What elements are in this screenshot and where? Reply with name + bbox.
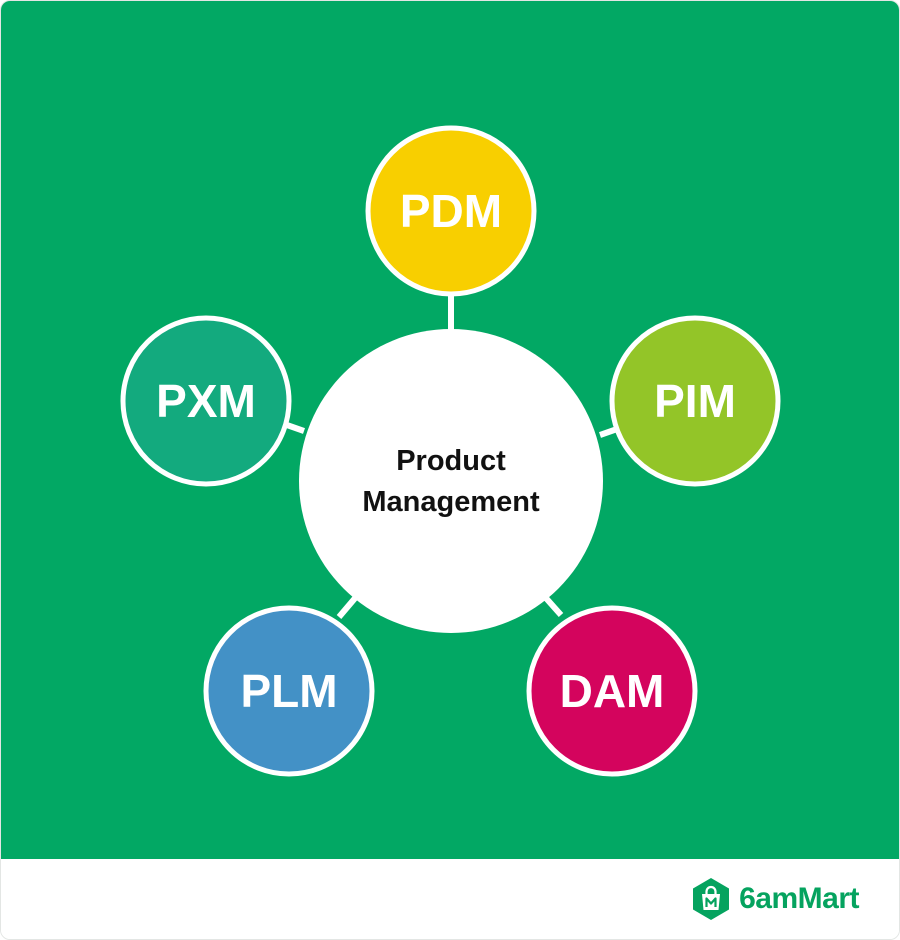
product-management-diagram: Product Management PDM PIM DAM PLM PXM xyxy=(120,125,781,777)
node-pxm: PXM xyxy=(120,315,292,487)
connector-plm xyxy=(336,595,359,619)
node-plm-label: PLM xyxy=(240,665,337,717)
center-node: Product Management xyxy=(299,329,603,633)
brand-name: 6amMart xyxy=(739,882,859,915)
node-plm: PLM xyxy=(203,605,375,777)
shopping-bag-icon xyxy=(693,878,730,920)
footer: 6amMart xyxy=(1,859,899,939)
node-pxm-label: PXM xyxy=(156,375,256,427)
node-pim-label: PIM xyxy=(654,375,736,427)
node-pdm-circle xyxy=(365,125,537,297)
brand-logo: 6amMart xyxy=(691,877,859,921)
node-dam-circle xyxy=(526,605,698,777)
node-dam-label: DAM xyxy=(560,665,665,717)
center-label-line2: Management xyxy=(362,486,540,518)
center-circle xyxy=(299,329,603,633)
node-pim-circle xyxy=(609,315,781,487)
center-label-line1: Product xyxy=(396,445,506,477)
connectors xyxy=(283,291,621,619)
node-pdm-label: PDM xyxy=(400,185,502,237)
node-plm-circle xyxy=(203,605,375,777)
node-pdm: PDM xyxy=(365,125,537,297)
node-pim: PIM xyxy=(609,315,781,487)
node-dam: DAM xyxy=(526,605,698,777)
connector-dam xyxy=(542,595,564,617)
node-pxm-circle xyxy=(120,315,292,487)
